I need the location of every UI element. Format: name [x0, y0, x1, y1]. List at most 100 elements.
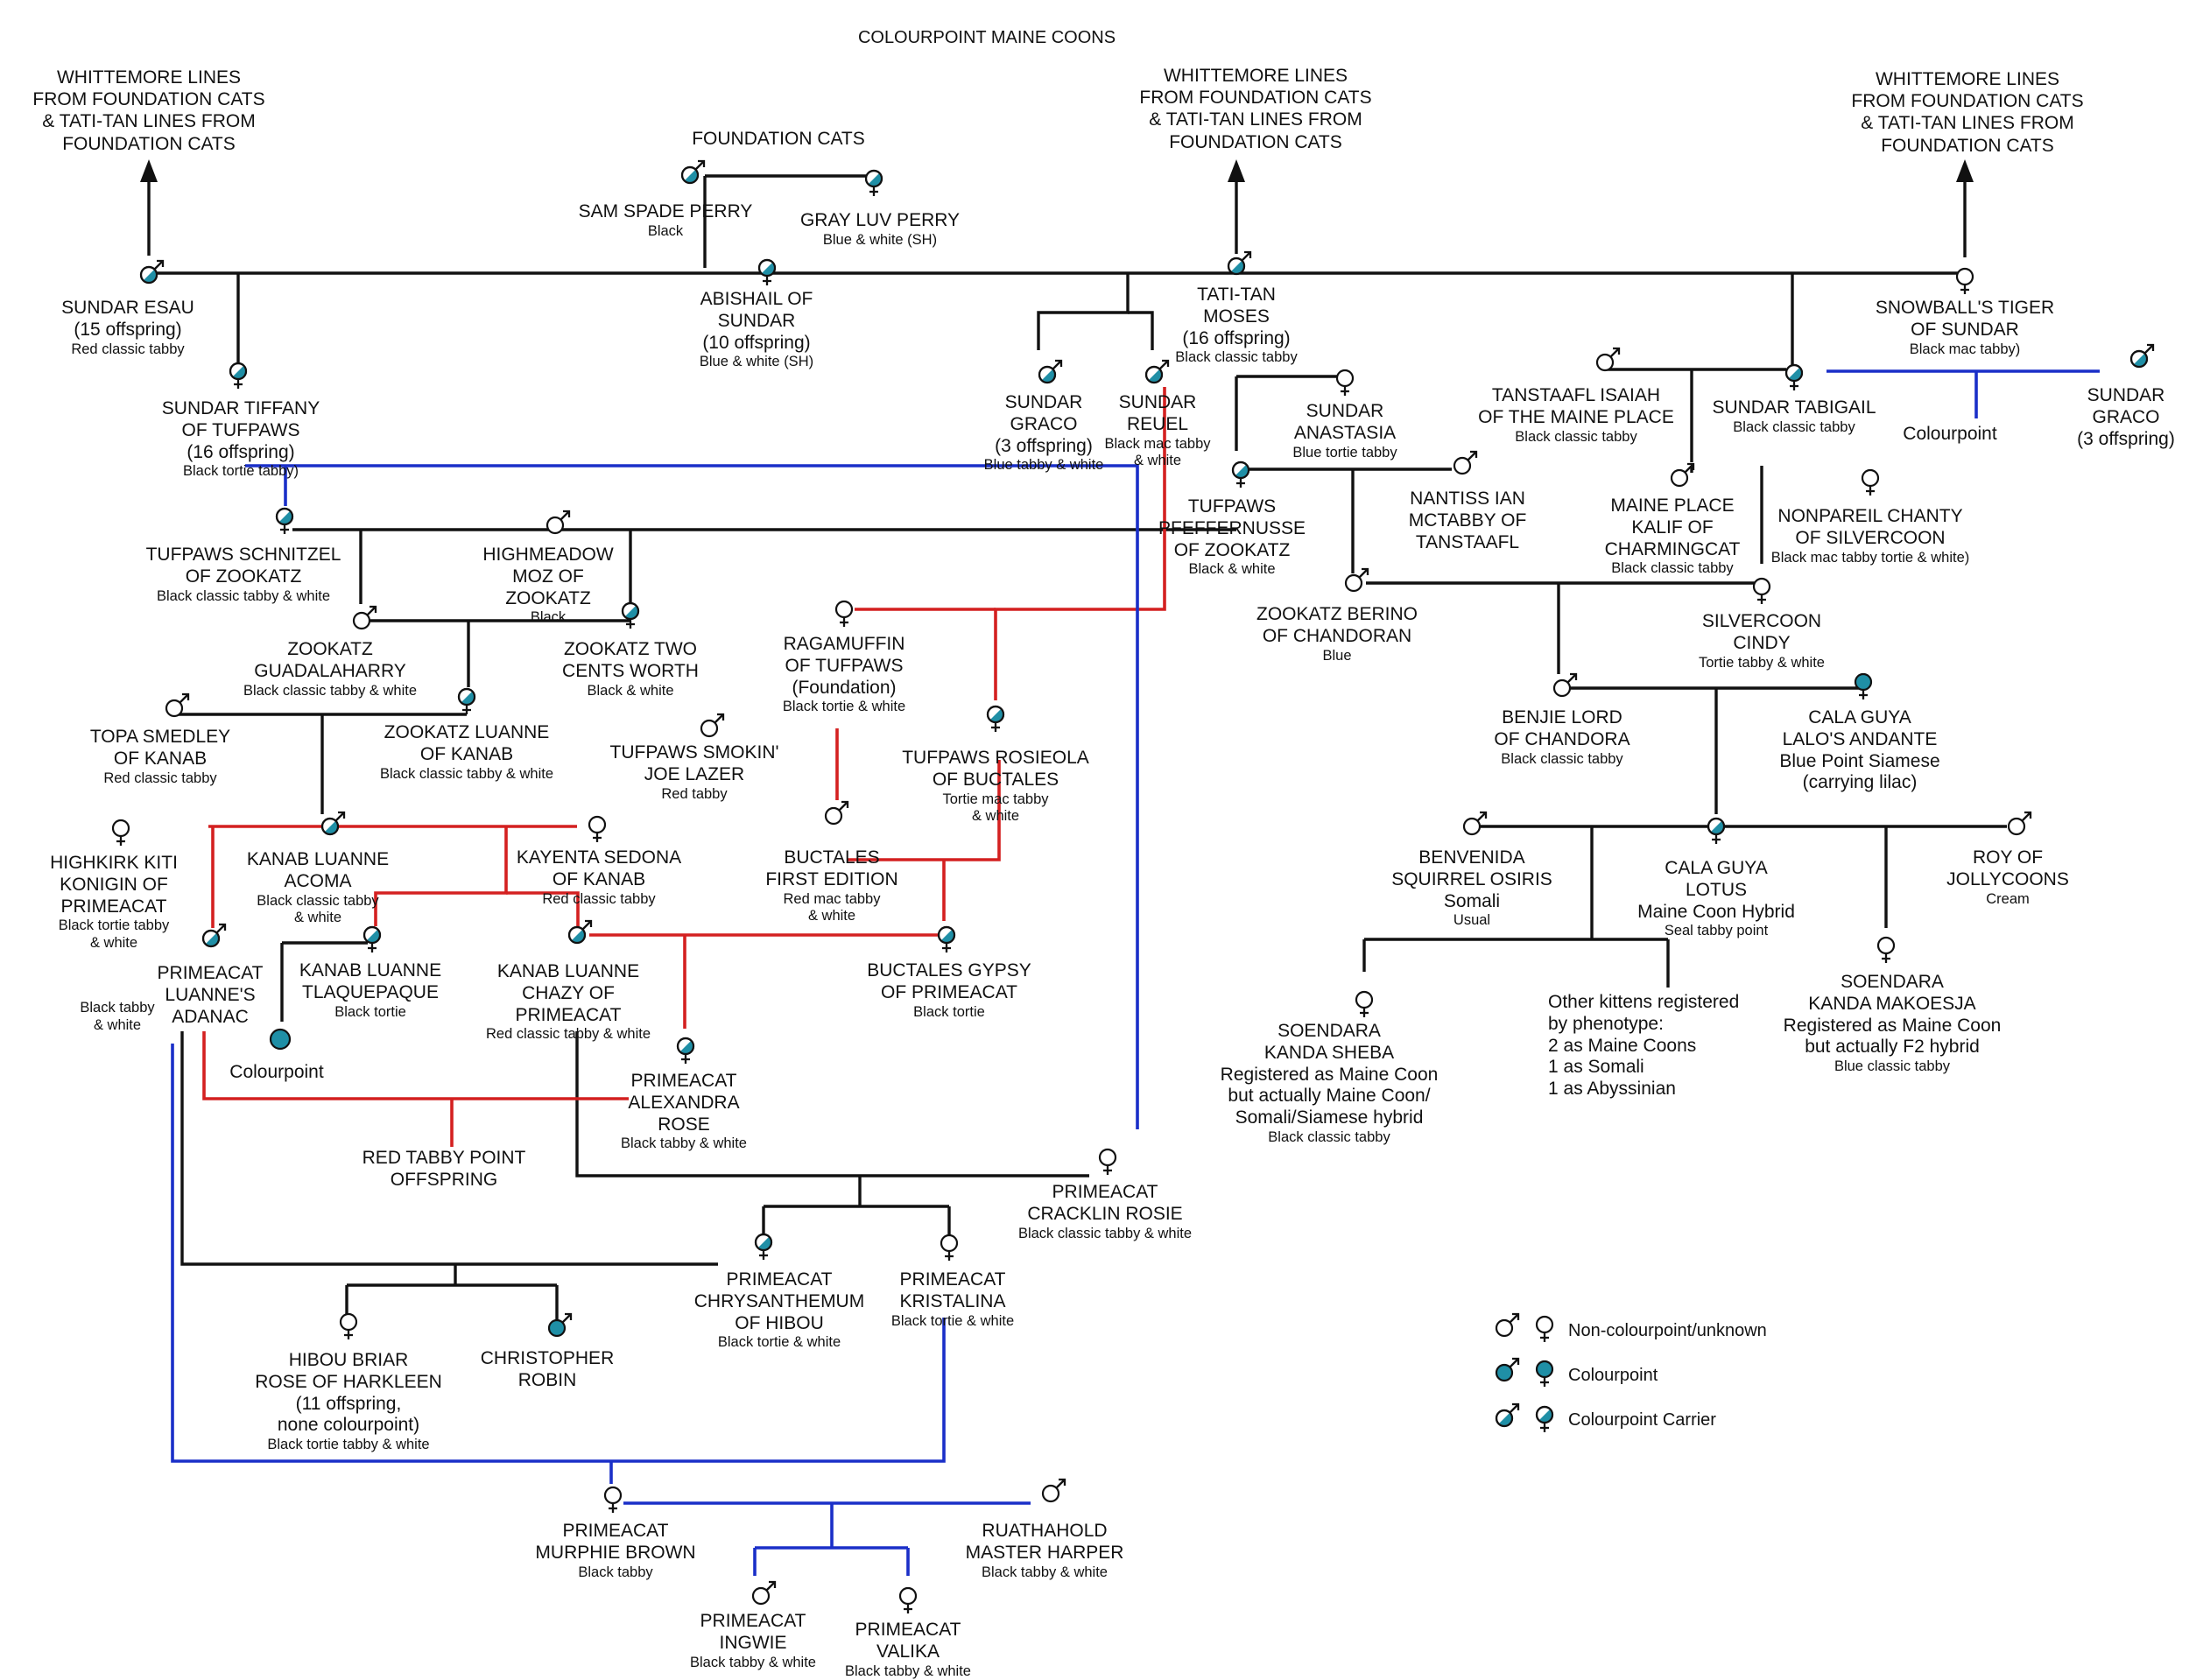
female-symbol-icon	[1535, 1405, 1554, 1432]
cat-colour-line: Black tabby & white	[690, 1654, 816, 1670]
female-symbol-icon	[621, 601, 640, 629]
legend-label-noncolourpoint: Non-colourpoint/unknown	[1568, 1321, 1767, 1340]
female-symbol-icon	[229, 362, 248, 389]
connector-line	[171, 1044, 946, 1463]
cat-colour-line: Red classic tabby	[103, 770, 217, 786]
heading-mid: WHITTEMORE LINES FROM FOUNDATION CATS & …	[1139, 66, 1372, 152]
arrow-up-icon	[140, 159, 158, 182]
cat-name-line: MAINE PLACE	[1610, 496, 1735, 516]
cat-name-line: CHAZY OF	[522, 982, 615, 1003]
cat-colour-line: Black classic tabby	[1268, 1128, 1390, 1145]
cat-name-line: OF PRIMEACAT	[881, 981, 1017, 1002]
cat-name-line: PRIMEACAT	[700, 1611, 806, 1631]
female-symbol-icon	[676, 1037, 695, 1064]
female-symbol-icon	[940, 1234, 959, 1261]
cat-colour-line: Black mac tabby)	[1909, 341, 2021, 357]
male-symbol-icon	[1670, 462, 1695, 488]
cat-name-line: SQUIRREL OSIRIS	[1391, 868, 1552, 889]
cat-name-line: by phenotype:	[1548, 1013, 1664, 1034]
cat-name-line: TUFPAWS	[1187, 496, 1277, 517]
cat-colour-line: Blue tabby & white	[983, 457, 1104, 474]
cat-name-line: but actually Maine Coon/	[1228, 1086, 1431, 1107]
female-symbol-icon	[1955, 267, 1974, 294]
cat-name-line: OF SUNDAR	[1911, 319, 2019, 340]
cat-name-line: BUCTALES GYPSY	[867, 960, 1031, 981]
cat-name-line: 1 as Abyssinian	[1548, 1079, 1676, 1100]
cat-name-line: SUNDAR TABIGAIL	[1712, 397, 1876, 418]
cat-name-line: SUNDAR	[1306, 401, 1384, 421]
cat-name-line: SUNDAR	[717, 310, 796, 331]
cat-colour-line: Black	[530, 609, 567, 626]
cat-name-line: (16 offspring)	[1182, 327, 1291, 348]
female-symbol-icon	[757, 258, 777, 285]
cat-name-line: PRIMEACAT	[1052, 1182, 1158, 1202]
cat-colour-line: Black classic tabby & white	[156, 587, 331, 604]
cat-colour-line: & white	[807, 908, 856, 924]
cat-name-line: Maine Coon Hybrid	[1637, 901, 1795, 922]
female-symbol-icon	[1335, 369, 1355, 396]
cat-name-line: CHRISTOPHER	[480, 1348, 615, 1368]
cat-name-line: OF ZOOKATZ	[1173, 539, 1291, 560]
cat-name-line: ABISHAIL OF	[700, 289, 813, 309]
cat-colour-line: Black tortie tabby & white	[267, 1437, 430, 1453]
cat-colour-line: Blue & white (SH)	[699, 354, 814, 370]
female-symbol-icon	[111, 819, 130, 846]
cat-name-line: SOENDARA	[1841, 972, 1944, 992]
cat-colour-line: & white	[293, 910, 342, 926]
cat-name-line: ROSE	[658, 1114, 710, 1135]
cat-name-line: LOTUS	[1685, 879, 1748, 900]
male-symbol-icon	[1038, 359, 1063, 384]
cat-name-line: SUNDAR ESAU	[61, 298, 194, 318]
cat-name-line: GUADALAHARRY	[254, 660, 406, 681]
cat-name-line: SOENDARA	[1278, 1021, 1381, 1041]
cat-colour-line: Black classic tabby	[1175, 349, 1298, 366]
cat-name-line: PRIMEACAT	[562, 1521, 669, 1541]
male-symbol-icon	[1595, 347, 1621, 372]
cat-name-line: PRIMEACAT	[630, 1071, 737, 1091]
cat-name-line: MOZ OF	[512, 566, 584, 587]
cat-name-line: KANAB LUANNE	[246, 849, 390, 869]
female-symbol-icon	[864, 169, 883, 196]
female-symbol-icon	[937, 925, 956, 952]
cat-colour-line: Black classic tabby	[1501, 750, 1623, 767]
legend-label-colourpoint: Colourpoint	[1568, 1366, 1658, 1385]
cat-colour-line: Black & white	[1188, 561, 1276, 578]
female-symbol-icon	[986, 705, 1005, 732]
cat-name-line: Somali	[1443, 890, 1501, 911]
cat-name-line: TUFPAWS ROSIEOLA	[902, 748, 1089, 768]
cat-name-line: OF KANAB	[419, 743, 514, 764]
cat-colour-line: Black tortie tabby)	[182, 463, 299, 480]
male-symbol-icon	[700, 713, 725, 738]
male-symbol-icon	[2129, 343, 2155, 369]
cat-name-line: ROY OF	[1972, 847, 2044, 868]
connector-line	[374, 826, 508, 926]
male-symbol-icon	[567, 919, 593, 945]
female-symbol-icon	[1861, 468, 1880, 496]
cat-colour-line: Black classic tabby & white	[379, 765, 554, 782]
cat-name-line: ZOOKATZ BERINO	[1256, 604, 1418, 624]
cat-colour-line: Blue classic tabby	[1834, 1058, 1951, 1075]
male-symbol-icon	[1041, 1478, 1066, 1503]
cat-name-line: PRIMEACAT	[515, 1004, 622, 1025]
cat-colour-line: Black tabby & white	[981, 1564, 1108, 1580]
female-symbol-icon	[1784, 363, 1804, 390]
cat-colour-line: Black tortie & white	[782, 699, 906, 715]
arrow-up-icon	[1228, 159, 1245, 182]
